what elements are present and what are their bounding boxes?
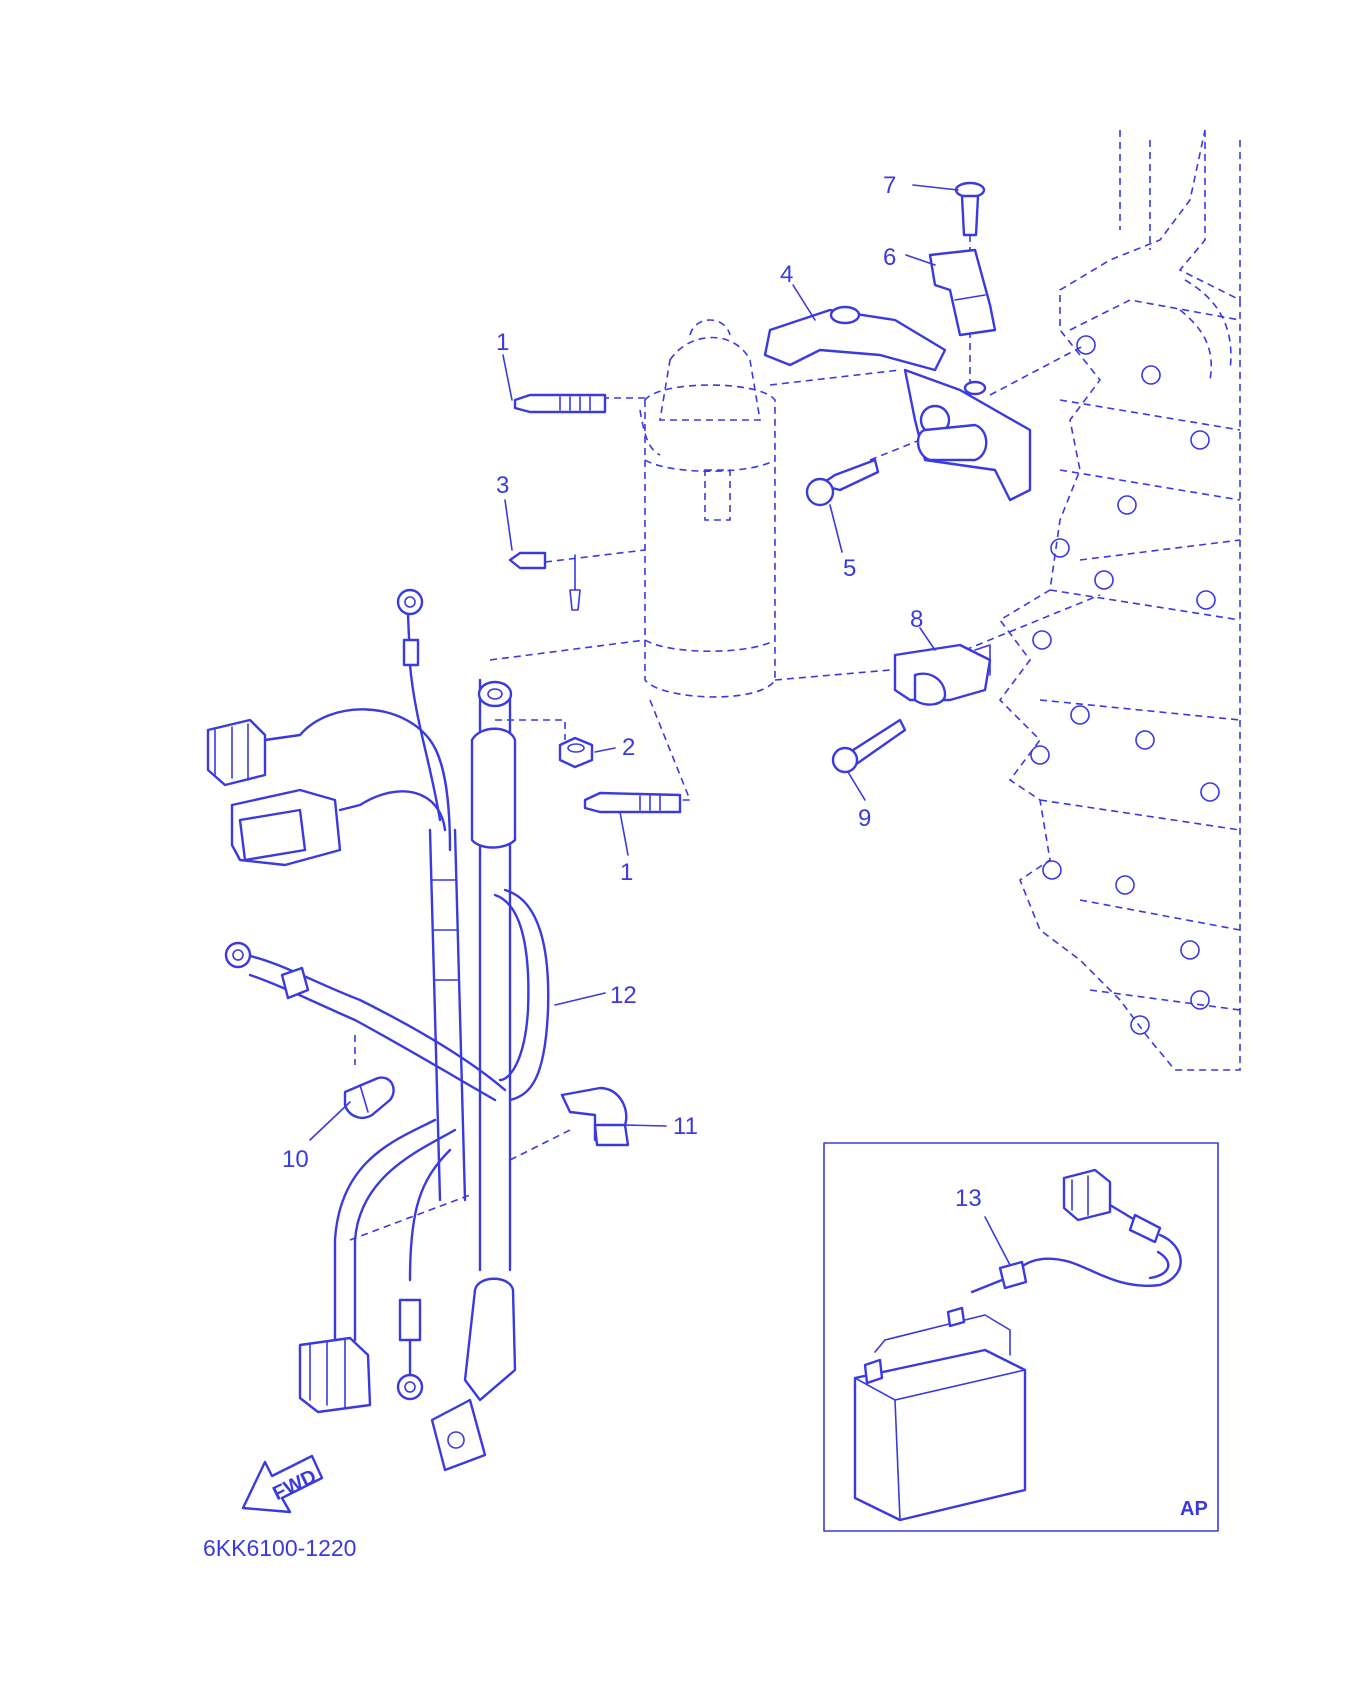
bolt-1-bottom — [583, 791, 682, 814]
engine-block — [998, 129, 1241, 1071]
bolt-1-top — [513, 393, 607, 414]
nut-2 — [558, 736, 594, 769]
callout-10: 10 — [282, 1146, 309, 1173]
engine-boss-holes — [1030, 335, 1220, 1035]
callout-numbers: 1 3 4 5 6 7 8 9 2 1 12 10 11 13 — [282, 172, 982, 1212]
fwd-arrow: FWD — [241, 1454, 324, 1514]
bolt-9 — [831, 718, 907, 774]
clamp-10 — [343, 1076, 395, 1119]
bracket-4 — [763, 305, 1032, 502]
callout-5: 5 — [843, 555, 856, 582]
inset-label: AP — [1180, 1498, 1208, 1520]
bolt-5 — [805, 458, 880, 507]
wire-harness-12 — [206, 588, 550, 1472]
starter-motor — [639, 319, 776, 698]
screw-3 — [508, 551, 581, 611]
callout-12: 12 — [610, 982, 637, 1009]
callout-11: 11 — [673, 1113, 698, 1140]
diagram-code: 6KK6100-1220 — [203, 1535, 356, 1561]
clip-6 — [928, 248, 997, 337]
leader-lines — [309, 184, 1011, 1266]
inset-box: AP — [823, 1142, 1219, 1532]
callout-7: 7 — [883, 172, 896, 199]
callout-3: 3 — [496, 472, 509, 499]
holder-8 — [893, 643, 992, 706]
callout-8: 8 — [910, 606, 923, 633]
callout-9: 9 — [858, 805, 871, 832]
clamp-11 — [560, 1086, 630, 1147]
callout-1-top: 1 — [496, 329, 509, 356]
callout-4: 4 — [780, 261, 793, 288]
callout-13: 13 — [955, 1185, 982, 1212]
callout-2: 2 — [622, 734, 635, 761]
callout-1-bottom: 1 — [620, 859, 633, 886]
callout-6: 6 — [883, 244, 896, 271]
